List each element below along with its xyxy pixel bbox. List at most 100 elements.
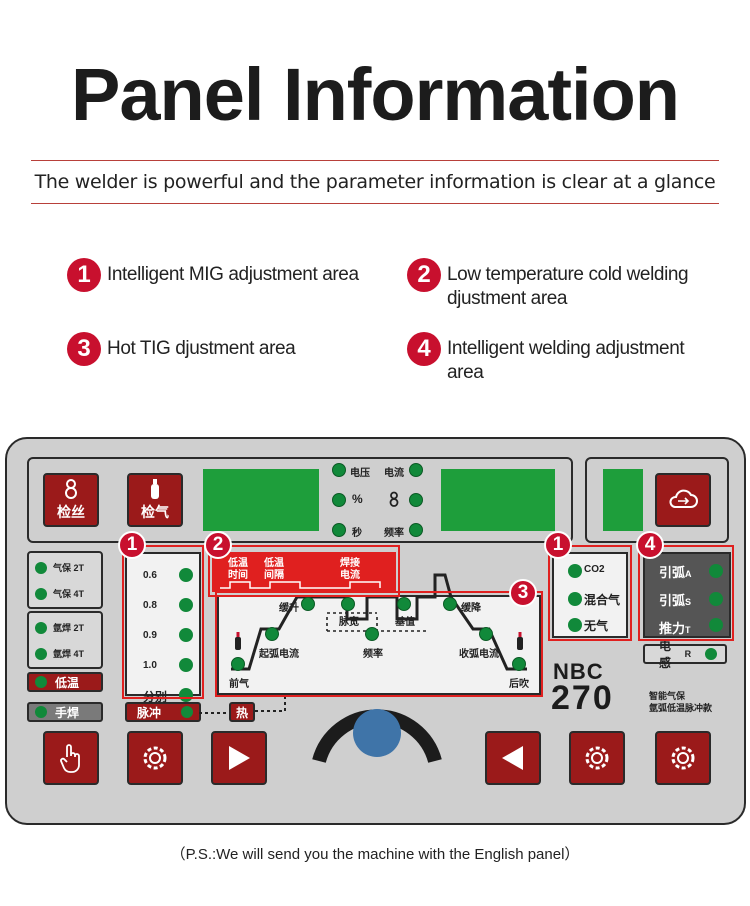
base-value-label: 基值 xyxy=(395,617,415,628)
gas-co2-led[interactable] xyxy=(568,564,582,578)
manual-hand-button[interactable] xyxy=(43,731,99,785)
feature-number: 4 xyxy=(407,332,441,366)
cold-weld-waveform xyxy=(220,581,381,589)
seconds-led xyxy=(332,523,346,537)
current-led xyxy=(409,463,423,477)
wire-size-led[interactable] xyxy=(179,568,193,582)
slow-rise-led[interactable] xyxy=(301,597,315,611)
cold-weld-bar: 低温时间 低温间隔 焊接电流 xyxy=(212,552,396,592)
wire-size-0.6: 0.6 xyxy=(143,570,157,581)
wire-spool-icon xyxy=(65,479,77,499)
area-1b-frame xyxy=(548,545,632,641)
arc-setting-a: 引弧A xyxy=(659,565,692,580)
gas-2t-option[interactable]: 气保 2T xyxy=(35,561,84,574)
arc-setting-t: 推力T xyxy=(659,621,691,636)
percent-label: % xyxy=(352,492,363,506)
area-2-frame xyxy=(208,545,400,597)
post-gas-led[interactable] xyxy=(512,657,526,671)
manual-weld-mode[interactable]: 手焊 xyxy=(27,702,103,722)
play-right-icon xyxy=(229,746,250,770)
gas-none-label: 无气 xyxy=(584,619,609,633)
arc-setting-t-led[interactable] xyxy=(709,618,723,632)
wire-size-led[interactable] xyxy=(179,628,193,642)
pulse-width-led[interactable] xyxy=(341,597,355,611)
arc-setting-s: 引弧S xyxy=(659,593,692,608)
model-line2: 270 xyxy=(551,679,614,717)
divider-top xyxy=(31,160,719,161)
area-1b-badge: 1 xyxy=(544,531,572,559)
wire-size-box: 0.6 0.8 0.9 1.0 分别 xyxy=(125,552,201,704)
arc-setting-a-led[interactable] xyxy=(709,564,723,578)
divider-bottom xyxy=(31,203,719,204)
gear-icon xyxy=(671,746,695,770)
settings-button-right[interactable] xyxy=(655,731,711,785)
feature-number: 2 xyxy=(407,258,441,292)
feature-number: 3 xyxy=(67,332,101,366)
area-1-badge: 1 xyxy=(118,531,146,559)
gas-co2-label: CO2 xyxy=(584,564,605,575)
gas-4t-option[interactable]: 气保 4T xyxy=(35,587,84,600)
low-temp-mode[interactable]: 低温 xyxy=(27,672,103,692)
footnote: （P.S.:We will send you the machine with … xyxy=(170,846,580,863)
model-desc2: 氩弧低温脉冲款 xyxy=(649,703,713,713)
cloud-sync-icon xyxy=(669,489,698,508)
page-subtitle: The welder is powerful and the parameter… xyxy=(34,171,716,193)
gas-mixed-led[interactable] xyxy=(568,592,582,606)
arc-settings-box: 引弧A 引弧S 推力T xyxy=(643,552,731,638)
voltage-label: 电压 xyxy=(350,468,370,479)
model-desc1: 智能气保 xyxy=(649,691,686,701)
seconds-label: 秒 xyxy=(352,528,362,539)
frequency-wave-led[interactable] xyxy=(365,627,379,641)
wire-size-1.0: 1.0 xyxy=(143,660,157,671)
welder-control-panel: 检丝 检气 电压 电流 % 秒 频率 气保 2T 气保 4T 氩焊 2T 氩焊 … xyxy=(5,437,746,825)
slow-fall-led[interactable] xyxy=(443,597,457,611)
percent-led xyxy=(332,493,346,507)
argon-4t-option[interactable]: 氩焊 4T xyxy=(35,647,84,660)
wire-feed-led xyxy=(409,493,423,507)
wire-check-label: 检丝 xyxy=(57,504,85,520)
arc-end-current-led[interactable] xyxy=(479,627,493,641)
previous-button[interactable] xyxy=(485,731,541,785)
pulse-mode[interactable]: 脉冲 xyxy=(125,702,201,722)
gear-icon xyxy=(143,746,167,770)
post-gas-label: 后吹 xyxy=(509,679,529,690)
argon-mode-box: 氩焊 2T 氩焊 4T xyxy=(27,611,103,669)
low-temp-time-label: 低温时间 xyxy=(228,558,248,581)
gas-none-led[interactable] xyxy=(568,618,582,632)
top-display-frame xyxy=(27,457,573,543)
pulse-dotted-line xyxy=(199,712,229,714)
wire-size-led[interactable] xyxy=(179,658,193,672)
frequency-wave-label: 频率 xyxy=(363,649,383,660)
gas-mode-box: 气保 2T 气保 4T xyxy=(27,551,103,609)
gear-icon xyxy=(585,746,609,770)
hot-start-indicator: 热 xyxy=(229,702,255,722)
gas-check-button[interactable]: 检气 xyxy=(127,473,183,527)
memory-cloud-button[interactable] xyxy=(655,473,711,527)
arc-setting-s-led[interactable] xyxy=(709,592,723,606)
left-digital-display xyxy=(203,469,319,531)
play-left-icon xyxy=(502,746,523,770)
next-button[interactable] xyxy=(211,731,267,785)
settings-button-left[interactable] xyxy=(127,731,183,785)
settings-button-middle[interactable] xyxy=(569,731,625,785)
gas-cylinder-icon xyxy=(151,479,159,499)
wire-check-button[interactable]: 检丝 xyxy=(43,473,99,527)
hand-pointer-icon xyxy=(60,744,80,773)
area-4-frame xyxy=(638,545,734,641)
area-1-frame xyxy=(122,545,204,699)
argon-2t-option[interactable]: 氩焊 2T xyxy=(35,621,84,634)
base-value-led[interactable] xyxy=(397,597,411,611)
frequency-label: 频率 xyxy=(384,528,404,539)
current-label: 电流 xyxy=(384,468,404,479)
pre-gas-led[interactable] xyxy=(231,657,245,671)
wire-size-0.9: 0.9 xyxy=(143,630,157,641)
arc-start-current-led[interactable] xyxy=(265,627,279,641)
gas-check-label: 检气 xyxy=(141,504,169,520)
weld-current-label: 焊接电流 xyxy=(340,558,360,581)
control-knob[interactable] xyxy=(307,665,447,775)
wire-size-led[interactable] xyxy=(179,598,193,612)
